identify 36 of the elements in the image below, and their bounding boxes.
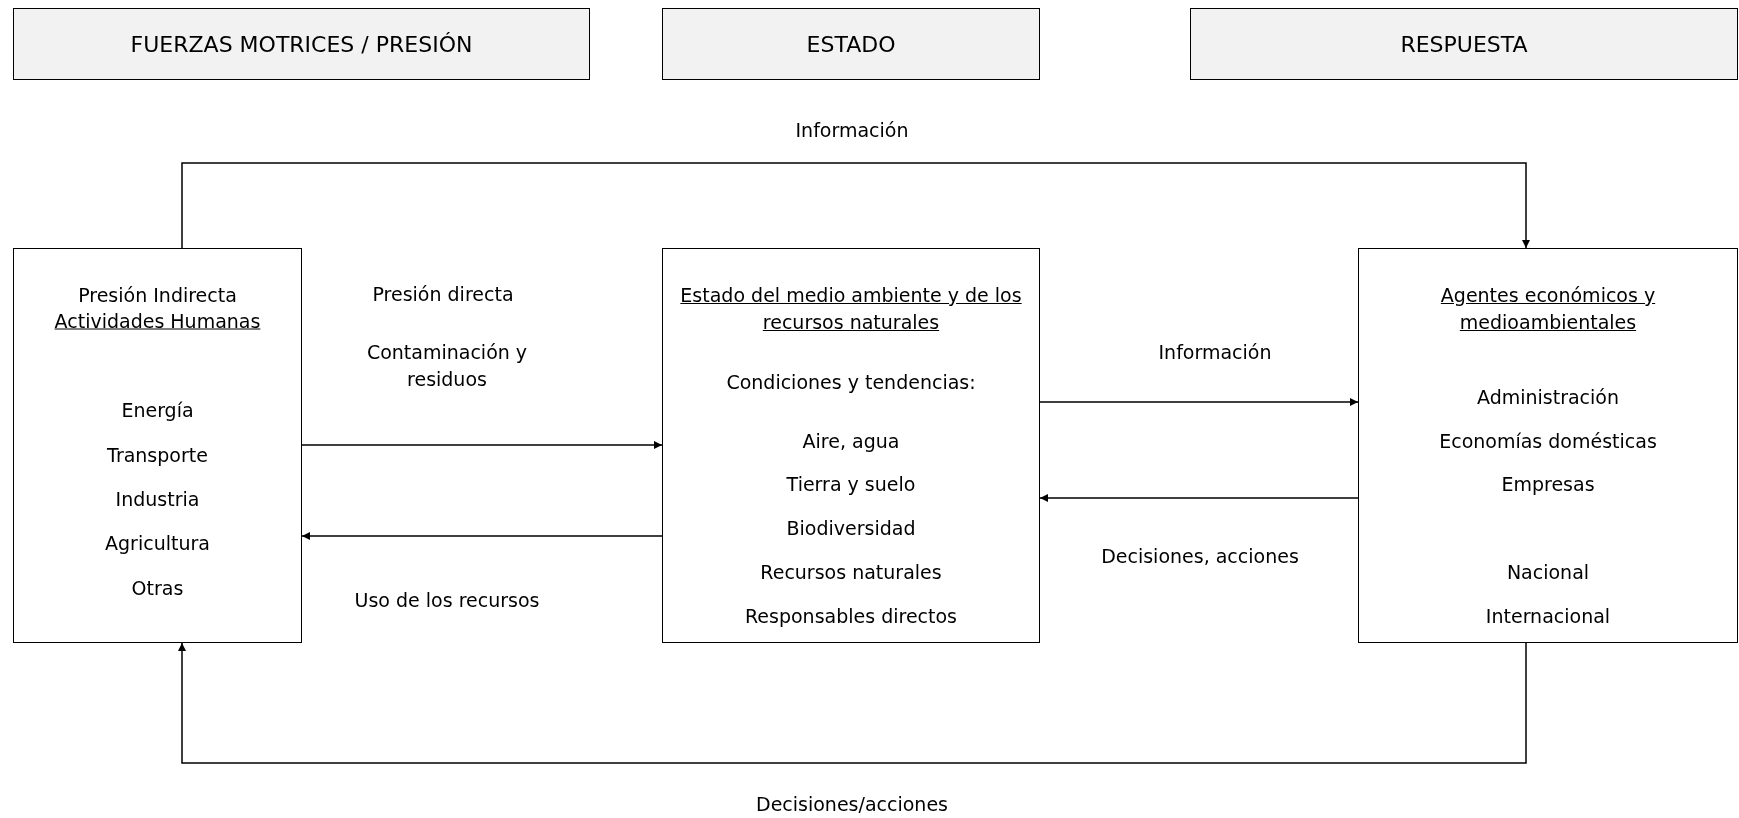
box-text: Aire, agua xyxy=(801,428,901,454)
box-text: Administración xyxy=(1476,384,1620,410)
arrow xyxy=(181,162,1530,249)
content-box xyxy=(662,248,1040,643)
box-text: Tierra y suelo xyxy=(785,471,917,497)
box-text: Estado del medio ambiente y de los recursos naturales xyxy=(679,283,1023,335)
arrow xyxy=(178,642,1527,764)
header-text: ESTADO xyxy=(805,30,897,59)
box-text: Actividades Humanas xyxy=(53,308,262,334)
box-text: Otras xyxy=(130,575,185,601)
content-box xyxy=(1358,248,1738,643)
box-text: Nacional xyxy=(1505,559,1591,585)
header-box xyxy=(13,8,590,80)
box-text: Presión Indirecta xyxy=(77,282,238,308)
arrow xyxy=(301,532,663,540)
box-text: Agentes económicos y medioambientales xyxy=(1439,283,1657,335)
box-text: Economías domésticas xyxy=(1438,428,1658,454)
box-text: Condiciones y tendencias: xyxy=(725,369,977,395)
header-box xyxy=(662,8,1040,80)
arrow xyxy=(1039,398,1359,406)
header-text: FUERZAS MOTRICES / PRESIÓN xyxy=(129,30,474,59)
box-text: Empresas xyxy=(1500,471,1596,497)
box-text: Internacional xyxy=(1484,603,1612,629)
box-text: Energía xyxy=(120,397,195,423)
arrow xyxy=(1039,494,1359,502)
box-text: Responsables directos xyxy=(744,603,958,629)
box-text: Transporte xyxy=(106,442,209,468)
box-text: Biodiversidad xyxy=(785,515,917,541)
content-box xyxy=(13,248,302,643)
box-text: Industria xyxy=(114,486,201,512)
header-box xyxy=(1190,8,1738,80)
box-text: Recursos naturales xyxy=(759,559,943,585)
note-text: Presión directa xyxy=(371,281,515,307)
arrow xyxy=(301,441,663,449)
box-text: Agricultura xyxy=(104,530,211,556)
header-text: RESPUESTA xyxy=(1399,30,1529,59)
